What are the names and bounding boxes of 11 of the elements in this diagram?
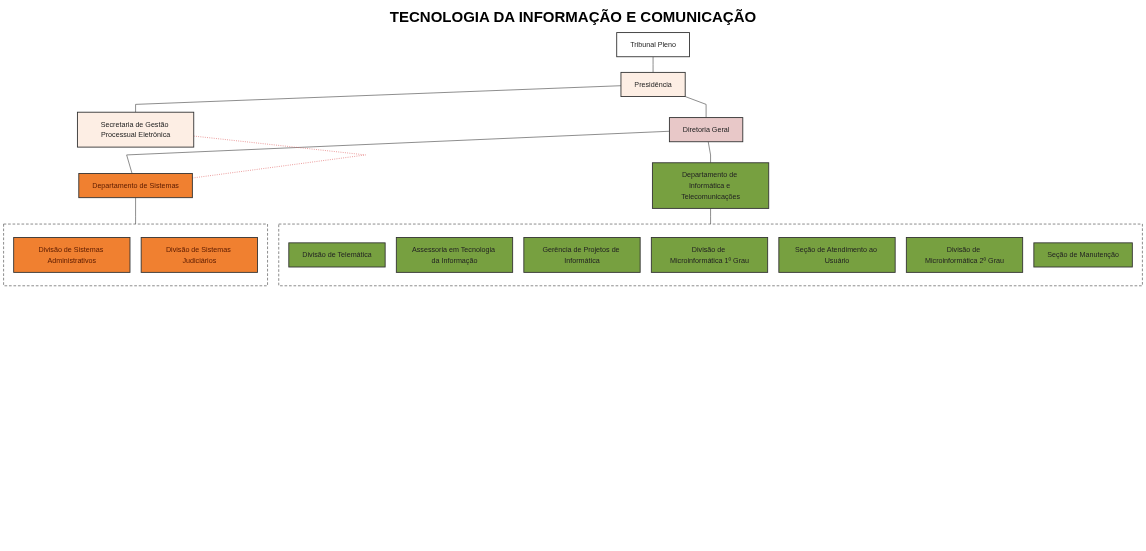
connector	[707, 141, 711, 164]
connector	[192, 135, 366, 179]
connector	[135, 197, 136, 225]
connector	[652, 56, 654, 73]
cluster	[3, 223, 268, 287]
connector	[710, 208, 711, 225]
connector	[126, 130, 670, 174]
cluster	[278, 223, 1143, 287]
diagram-title: TECNOLOGIA DA INFORMAÇÃO E COMUNICAÇÃO	[388, 8, 758, 25]
connector	[135, 85, 622, 113]
connector	[684, 96, 707, 118]
